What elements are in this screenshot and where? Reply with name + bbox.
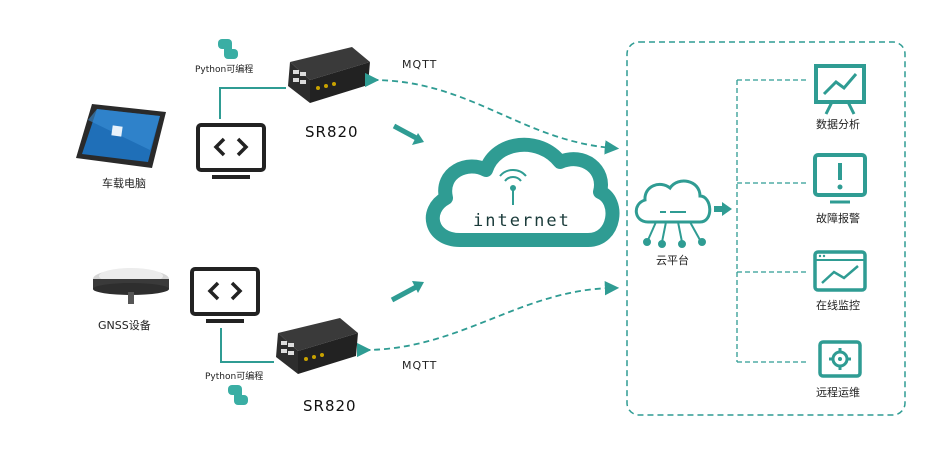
mqtt-link-bottom bbox=[356, 280, 620, 358]
service-label-online-monitor: 在线监控 bbox=[816, 299, 860, 312]
platform-to-services-arrow bbox=[714, 202, 732, 216]
router-device-top bbox=[288, 47, 370, 103]
connector-bottom bbox=[220, 328, 274, 363]
internet-label: internet bbox=[473, 211, 571, 231]
gear-screen-icon bbox=[818, 340, 862, 378]
mqtt-label-bottom: MQTT bbox=[402, 359, 438, 372]
mqtt-label-top: MQTT bbox=[402, 58, 438, 71]
service-label-remote-ops: 远程运维 bbox=[816, 386, 860, 399]
uplink-arrow-bottom bbox=[390, 281, 424, 303]
alert-monitor-icon bbox=[813, 153, 867, 204]
cloud-platform-icon bbox=[634, 179, 712, 248]
service-tree-lines bbox=[736, 79, 808, 363]
python-icon-bottom bbox=[228, 385, 248, 405]
connector-top bbox=[219, 87, 286, 119]
monitor-graph-icon bbox=[813, 250, 867, 292]
python-icon-top bbox=[218, 39, 238, 59]
router-name-top: SR820 bbox=[305, 123, 359, 141]
gnss-label: GNSS设备 bbox=[98, 319, 151, 332]
vehicle-pc-label: 车载电脑 bbox=[102, 177, 146, 190]
internet-cloud-icon bbox=[425, 137, 620, 247]
code-monitor-icon-bottom bbox=[190, 267, 260, 323]
python-label-bottom: Python可编程 bbox=[205, 372, 264, 382]
code-monitor-icon-top bbox=[196, 123, 266, 179]
vehicle-pc-icon bbox=[76, 104, 166, 168]
gnss-receiver-icon bbox=[93, 268, 169, 304]
python-label-top: Python可编程 bbox=[195, 65, 254, 75]
uplink-arrow-top bbox=[392, 123, 424, 145]
mqtt-link-top bbox=[364, 72, 620, 155]
router-device-bottom bbox=[276, 318, 358, 374]
cloud-platform-label: 云平台 bbox=[656, 254, 689, 267]
chart-board-icon bbox=[814, 64, 866, 115]
router-name-bottom: SR820 bbox=[303, 397, 357, 415]
service-label-fault-alarm: 故障报警 bbox=[816, 212, 860, 225]
service-label-data-analysis: 数据分析 bbox=[816, 118, 860, 131]
